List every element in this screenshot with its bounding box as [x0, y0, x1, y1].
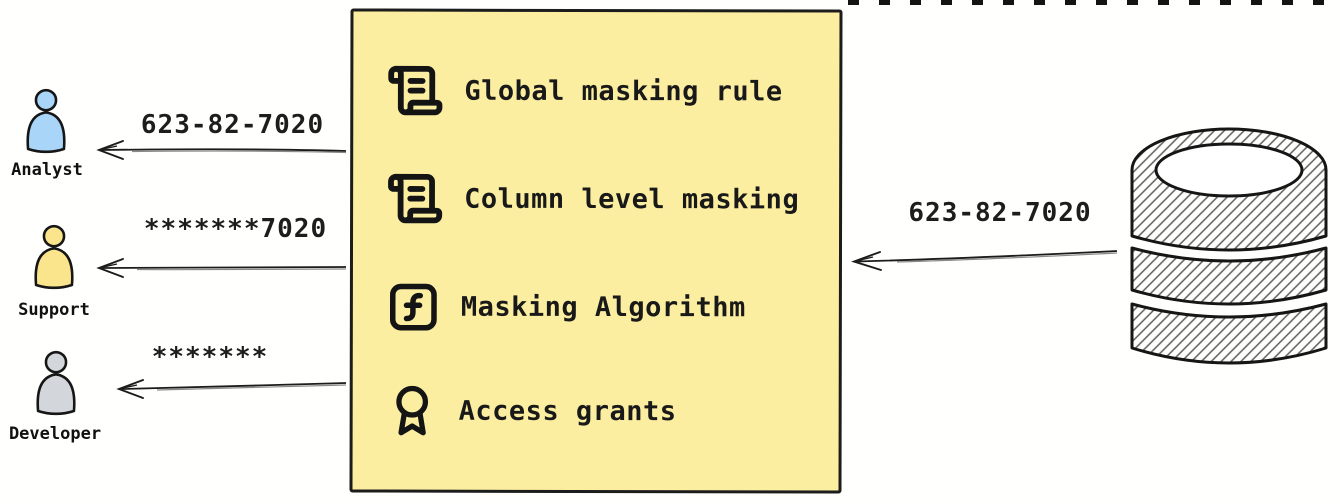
masking-box-item-label: Access grants — [458, 395, 677, 427]
masking-box-item-label: Column level masking — [464, 183, 800, 215]
developer-received-value: ******* — [151, 342, 269, 372]
developer-person-icon — [36, 350, 76, 416]
arrow-to-analyst — [96, 140, 347, 160]
masking-box-item: Access grants — [386, 380, 677, 443]
support-person-icon — [34, 224, 74, 290]
masking-box-item-label: Masking Algorithm — [460, 291, 746, 323]
arrow-to-support — [96, 258, 347, 278]
award-icon — [396, 385, 429, 436]
function-square-icon — [389, 283, 437, 331]
database-icon — [1130, 127, 1328, 365]
database-outgoing-value: 623-82-7020 — [908, 198, 1092, 228]
cropped-dashed-frame-edge — [848, 0, 1340, 5]
masking-box-item-label: Global masking rule — [464, 75, 783, 107]
support-label: Support — [18, 300, 90, 320]
masking-box-item: Global masking rule — [386, 60, 783, 123]
masking-box-item: Masking Algorithm — [386, 276, 746, 339]
scroll-text-icon — [388, 65, 443, 116]
masking-rules-box: Global masking rule Column level masking… — [349, 8, 843, 494]
developer-label: Developer — [8, 424, 102, 444]
arrow-from-database — [851, 250, 1118, 271]
masking-box-item: Column level masking — [386, 168, 799, 231]
analyst-received-value: 623-82-7020 — [140, 110, 325, 140]
arrow-to-developer — [116, 379, 347, 399]
support-received-value: *******7020 — [143, 214, 328, 244]
analyst-person-icon — [26, 88, 66, 154]
scroll-text-icon — [388, 173, 443, 224]
analyst-label: Analyst — [11, 160, 83, 180]
